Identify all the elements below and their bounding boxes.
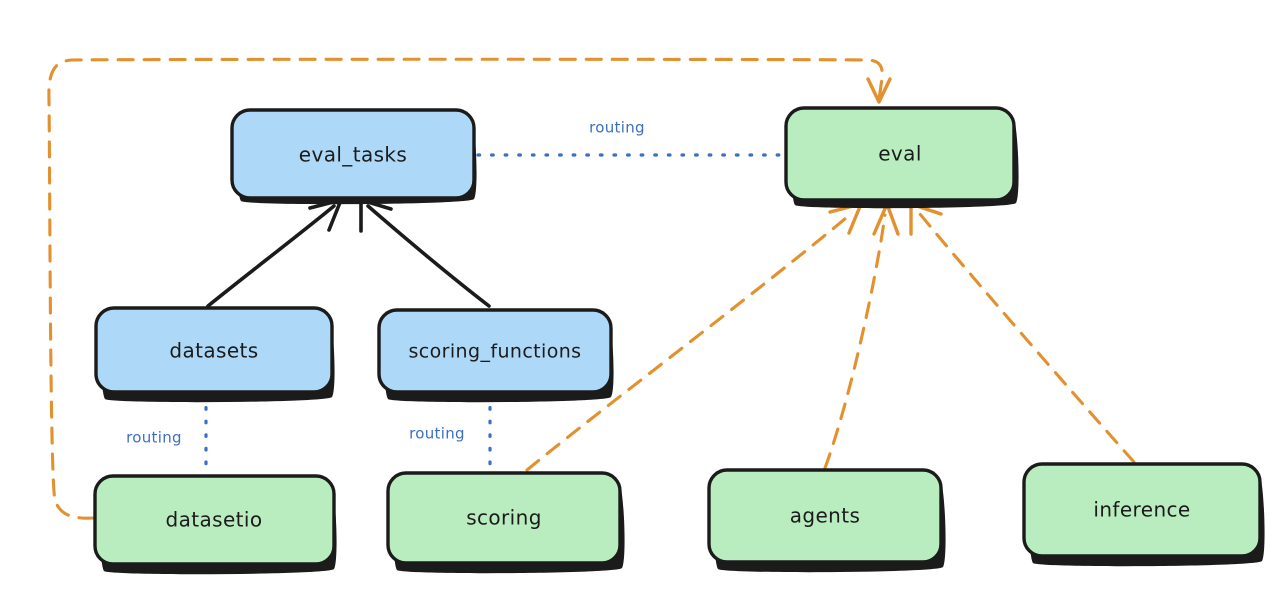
arrowhead xyxy=(872,202,900,236)
node-scoring[interactable]: scoring xyxy=(386,471,625,574)
node-box[interactable] xyxy=(784,106,1016,202)
edge-label-routing-scoring: routing xyxy=(409,425,465,443)
node-label: scoring xyxy=(466,506,542,530)
node-label: inference xyxy=(1093,498,1190,522)
node-box[interactable] xyxy=(230,108,476,200)
node-label: eval xyxy=(878,142,922,166)
arrowhead xyxy=(866,77,892,104)
edge-label-routing-eval: routing xyxy=(589,119,645,137)
edge-line xyxy=(823,213,887,470)
edge-datasetio-to-eval xyxy=(47,57,892,520)
node-label: eval_tasks xyxy=(299,143,407,167)
node-agents[interactable]: agents xyxy=(707,468,946,573)
arrowhead xyxy=(359,198,393,233)
node-box[interactable] xyxy=(377,308,613,394)
edge-line xyxy=(918,212,1136,464)
node-box[interactable] xyxy=(1022,462,1262,558)
edge-inference-to-eval xyxy=(909,202,1136,464)
node-box[interactable] xyxy=(386,471,622,565)
node-label: agents xyxy=(790,504,861,528)
node-box[interactable] xyxy=(94,306,334,394)
edge-line xyxy=(47,57,884,520)
node-label: scoring_functions xyxy=(409,341,582,363)
node-inference[interactable]: inference xyxy=(1022,462,1265,567)
node-label: datasets xyxy=(169,339,258,363)
node-eval[interactable]: eval xyxy=(784,106,1019,209)
edge-label-routing-datasetio: routing xyxy=(126,429,182,447)
node-datasetio[interactable]: datasetio xyxy=(93,474,337,575)
edge-agents-to-eval xyxy=(823,202,900,470)
node-box[interactable] xyxy=(707,468,943,564)
edge-line xyxy=(366,204,491,308)
node-eval_tasks[interactable]: eval_tasks xyxy=(230,108,477,205)
edge-scoring_functions-to-eval_tasks xyxy=(359,198,491,308)
edge-line xyxy=(206,204,336,308)
edge-datasets-to-eval_tasks xyxy=(206,198,343,308)
edge-line xyxy=(525,211,854,472)
node-datasets[interactable]: datasets xyxy=(94,306,335,403)
node-label: datasetio xyxy=(165,508,262,532)
node-box[interactable] xyxy=(93,474,336,566)
node-scoring_functions[interactable]: scoring_functions xyxy=(377,308,614,403)
